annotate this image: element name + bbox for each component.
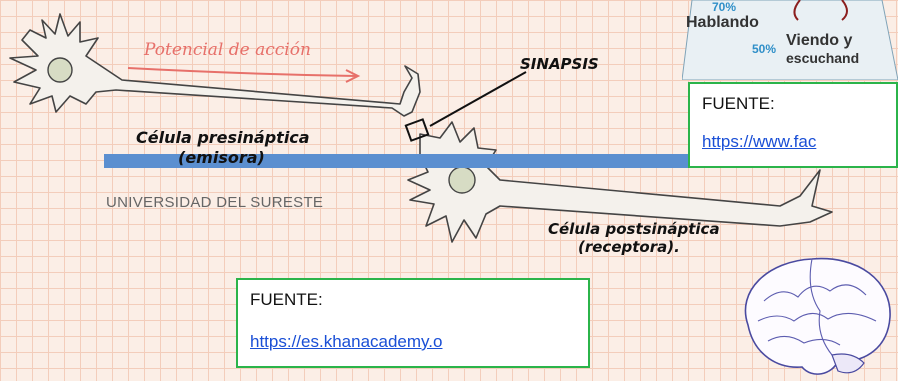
- university-label: UNIVERSIDAD DEL SURESTE: [106, 194, 324, 211]
- source-box-top: FUENTE: https://www.fac: [688, 82, 898, 168]
- action-potential-label: Potencial de acción: [144, 40, 311, 60]
- pct-seeing: 50%: [752, 42, 777, 56]
- source-bottom-link[interactable]: https://es.khanacademy.o: [250, 332, 443, 351]
- synapse-label: SINAPSIS: [520, 55, 599, 73]
- source-top-label: FUENTE:: [702, 94, 775, 113]
- presynaptic-label: Célula presináptica: [136, 128, 310, 147]
- brain-illustration: [744, 257, 891, 375]
- source-top-link[interactable]: https://www.fac: [702, 132, 817, 151]
- learning-graphic: 70% Hablando 50% Viendo y escuchand: [682, 0, 898, 80]
- speaking-label: Hablando: [686, 14, 759, 31]
- postsynaptic-sublabel: (receptora).: [578, 238, 680, 256]
- seeing-sublabel: escuchand: [786, 50, 860, 66]
- seeing-label: Viendo y: [786, 32, 853, 49]
- pyramid-shape: [682, 0, 898, 80]
- source-box-bottom: FUENTE: https://es.khanacademy.o: [236, 278, 590, 368]
- presynaptic-sublabel: (emisora): [178, 148, 265, 167]
- source-bottom-label: FUENTE:: [250, 290, 323, 309]
- pct-speaking: 70%: [712, 0, 737, 14]
- postsynaptic-label: Célula postsináptica: [548, 220, 720, 238]
